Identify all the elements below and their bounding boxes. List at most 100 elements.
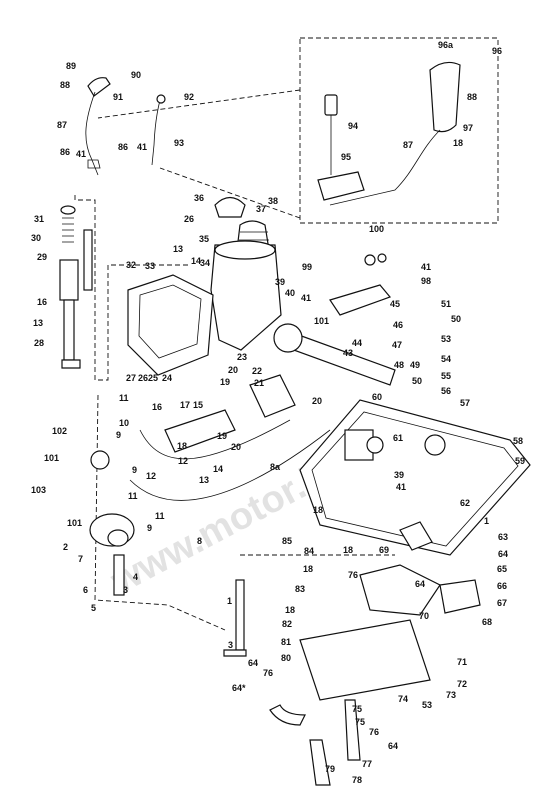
part-label-81: 81	[281, 637, 291, 647]
part-label-86: 86	[118, 142, 128, 152]
part-label-43: 43	[343, 348, 353, 358]
part-label-8a: 8a	[270, 462, 281, 472]
part-label-83: 83	[295, 584, 305, 594]
part-label-66: 66	[497, 581, 507, 591]
lever-group-frame	[74, 195, 190, 381]
part-label-20: 20	[312, 396, 322, 406]
main-housing	[299, 399, 531, 556]
part-label-20: 20	[228, 365, 238, 375]
part-label-14: 14	[213, 464, 223, 474]
part-label-22: 22	[252, 366, 262, 376]
part-label-14: 14	[191, 256, 201, 266]
bracket	[329, 253, 392, 316]
part-label-65: 65	[497, 564, 507, 574]
cross-shaft	[273, 323, 396, 386]
part-label-3: 3	[228, 640, 233, 650]
part-label-8: 8	[197, 536, 202, 546]
part-label-26: 26	[184, 214, 194, 224]
part-label-33: 33	[145, 261, 155, 271]
part-label-26: 26	[138, 373, 148, 383]
selector-forks	[269, 619, 431, 786]
part-label-25: 25	[148, 373, 158, 383]
part-label-35: 35	[199, 234, 209, 244]
selector-housing	[210, 240, 282, 351]
part-label-101: 101	[44, 453, 59, 463]
part-label-74: 74	[398, 694, 408, 704]
part-label-1: 1	[484, 516, 489, 526]
part-label-15: 15	[193, 400, 203, 410]
part-label-58: 58	[513, 436, 523, 446]
part-label-53: 53	[422, 700, 432, 710]
part-label-100: 100	[369, 224, 384, 234]
part-label-23: 23	[237, 352, 247, 362]
part-label-92: 92	[184, 92, 194, 102]
cover-plate	[127, 274, 214, 376]
part-label-18: 18	[177, 441, 187, 451]
part-label-24: 24	[162, 373, 172, 383]
part-label-64: 64	[498, 549, 508, 559]
part-label-64: 64	[248, 658, 258, 668]
part-label-49: 49	[410, 360, 420, 370]
part-label-39: 39	[275, 277, 285, 287]
part-label-64: 64	[415, 579, 425, 589]
part-label-41: 41	[421, 262, 431, 272]
part-label-40: 40	[285, 288, 295, 298]
part-label-39: 39	[394, 470, 404, 480]
part-label-96a: 96a	[438, 40, 454, 50]
part-label-29: 29	[37, 252, 47, 262]
part-label-9: 9	[132, 465, 137, 475]
part-label-16: 16	[37, 297, 47, 307]
part-label-84: 84	[304, 546, 314, 556]
part-label-77: 77	[362, 759, 372, 769]
part-label-59: 59	[515, 456, 525, 466]
part-label-48: 48	[394, 360, 404, 370]
part-label-68: 68	[482, 617, 492, 627]
part-label-21: 21	[254, 378, 264, 388]
part-label-51: 51	[441, 299, 451, 309]
part-label-97: 97	[463, 123, 473, 133]
part-label-57: 57	[460, 398, 470, 408]
part-label-71: 71	[457, 657, 467, 667]
part-label-12: 12	[146, 471, 156, 481]
spring-shaft	[59, 205, 93, 369]
part-label-62: 62	[460, 498, 470, 508]
part-label-91: 91	[113, 92, 123, 102]
part-label-103: 103	[31, 485, 46, 495]
part-label-95: 95	[341, 152, 351, 162]
part-label-72: 72	[457, 679, 467, 689]
part-label-63: 63	[498, 532, 508, 542]
lower-linkage	[359, 521, 481, 616]
part-label-18: 18	[453, 138, 463, 148]
part-label-102: 102	[52, 426, 67, 436]
part-label-55: 55	[441, 371, 451, 381]
part-label-64: 64	[388, 741, 398, 751]
part-label-54: 54	[441, 354, 451, 364]
part-label-98: 98	[421, 276, 431, 286]
part-label-20: 20	[231, 442, 241, 452]
gear-lever	[85, 77, 111, 176]
part-label-101: 101	[67, 518, 82, 528]
part-label-41: 41	[137, 142, 147, 152]
part-label-53: 53	[441, 334, 451, 344]
part-label-45: 45	[390, 299, 400, 309]
part-label-76: 76	[369, 727, 379, 737]
part-label-50: 50	[451, 314, 461, 324]
part-label-18: 18	[313, 505, 323, 515]
part-label-82: 82	[282, 619, 292, 629]
part-label-6: 6	[83, 585, 88, 595]
part-label-9: 9	[147, 523, 152, 533]
part-label-87: 87	[403, 140, 413, 150]
part-label-46: 46	[393, 320, 403, 330]
part-label-18: 18	[285, 605, 295, 615]
part-label-1: 1	[227, 596, 232, 606]
part-label-76: 76	[263, 668, 273, 678]
part-label-44: 44	[352, 338, 362, 348]
part-label-60: 60	[372, 392, 382, 402]
part-label-41: 41	[396, 482, 406, 492]
part-label-67: 67	[497, 598, 507, 608]
bolt-5	[113, 554, 125, 596]
part-label-101: 101	[314, 316, 329, 326]
valve-block	[129, 374, 331, 501]
part-label-69: 69	[379, 545, 389, 555]
